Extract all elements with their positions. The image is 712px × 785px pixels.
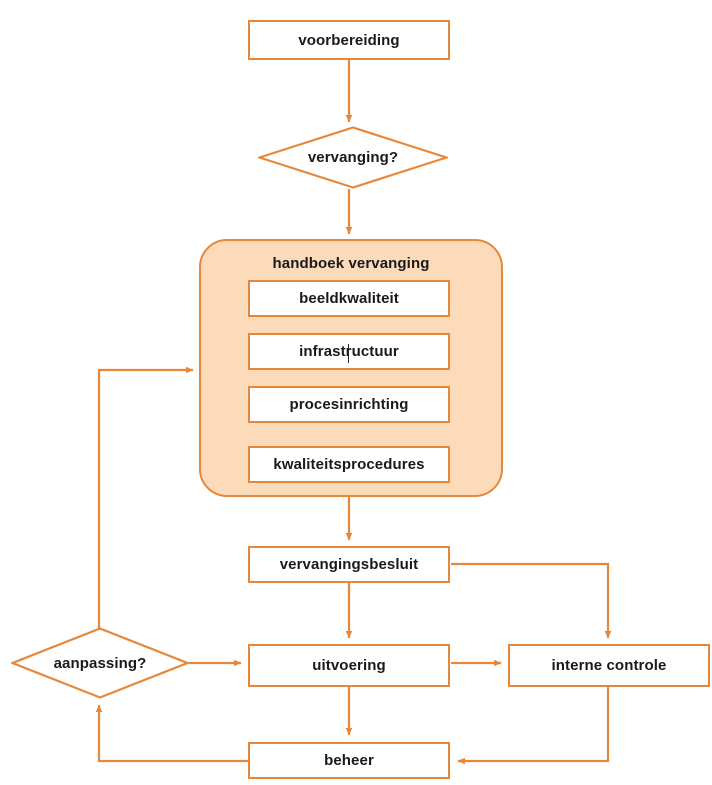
node-aanpassing[interactable]: aanpassing? <box>11 627 189 699</box>
node-procesinrichting[interactable]: procesinrichting <box>248 386 450 423</box>
edge-vervangingsbesluit-to-interne-controle <box>451 562 612 639</box>
node-beheer-label: beheer <box>324 752 374 769</box>
node-vervanging-label: vervanging? <box>307 149 399 166</box>
diamond-shape-aanpassing <box>11 627 189 699</box>
node-beeldkwaliteit-label: beeldkwaliteit <box>299 290 399 307</box>
node-uitvoering-label: uitvoering <box>312 657 386 674</box>
node-vervangingsbesluit[interactable]: vervangingsbesluit <box>248 546 450 583</box>
edge-beheer-to-aanpassing <box>95 704 248 763</box>
node-interne-controle-label: interne controle <box>551 657 667 674</box>
node-interne-controle[interactable]: interne controle <box>508 644 710 687</box>
node-beeldkwaliteit[interactable]: beeldkwaliteit <box>248 280 450 317</box>
node-kwaliteitsprocedures-label: kwaliteitsprocedures <box>273 456 425 473</box>
node-uitvoering[interactable]: uitvoering <box>248 644 450 687</box>
text-caret <box>348 344 349 363</box>
node-voorbereiding[interactable]: voorbereiding <box>248 20 450 60</box>
node-beheer[interactable]: beheer <box>248 742 450 779</box>
node-aanpassing-label: aanpassing? <box>53 654 147 672</box>
diamond-shape-vervanging <box>258 126 448 189</box>
node-vervanging[interactable]: vervanging? <box>258 126 448 189</box>
edge-aanpassing-to-handboek <box>97 366 194 628</box>
edge-interne-controle-to-beheer <box>457 687 610 765</box>
node-vervangingsbesluit-label: vervangingsbesluit <box>279 556 419 573</box>
node-infrastructuur[interactable]: infrastructuur <box>248 333 450 370</box>
node-infrastructuur-label: infrastructuur <box>299 343 399 360</box>
node-procesinrichting-label: procesinrichting <box>289 396 409 413</box>
node-voorbereiding-label: voorbereiding <box>298 31 400 49</box>
node-kwaliteitsprocedures[interactable]: kwaliteitsprocedures <box>248 446 450 483</box>
group-handboek-vervanging-title: handboek vervanging <box>272 255 430 272</box>
